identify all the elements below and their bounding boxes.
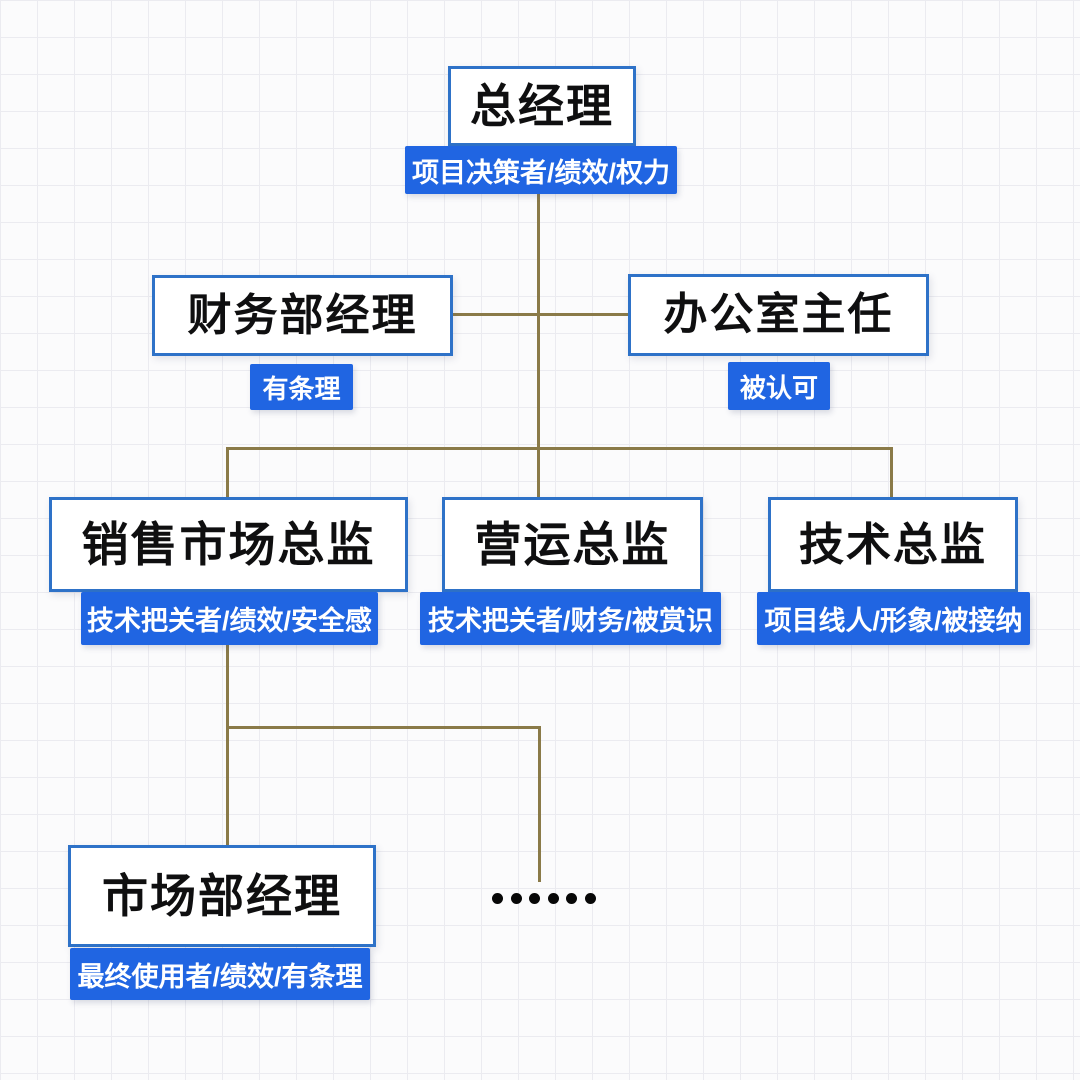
node-finance-manager-title: 财务部经理 (187, 290, 418, 340)
node-finance-manager[interactable]: 财务部经理 (152, 275, 453, 356)
node-general-manager[interactable]: 总经理 (448, 66, 636, 146)
node-general-manager-title: 总经理 (470, 80, 614, 132)
connector-gm-vertical (537, 194, 540, 497)
node-operations-director-title: 营运总监 (474, 518, 671, 571)
ellipsis-dot (492, 892, 503, 904)
connector-sales-drop (226, 447, 229, 497)
ellipsis-more-nodes (492, 892, 596, 904)
connector-sales-children-bus (226, 726, 541, 729)
node-market-manager[interactable]: 市场部经理 (68, 845, 376, 947)
connector-directors-bus (227, 447, 893, 450)
node-sales-market-director[interactable]: 销售市场总监 (49, 497, 408, 592)
ellipsis-dot (529, 892, 541, 904)
node-market-manager-title: 市场部经理 (102, 870, 342, 922)
connector-tech-drop (890, 447, 893, 497)
node-office-director[interactable]: 办公室主任 (628, 274, 929, 356)
connector-sales-vertical (226, 645, 229, 845)
node-operations-director[interactable]: 营运总监 (442, 497, 703, 592)
tagline-finance-manager[interactable]: 有条理 (250, 364, 353, 410)
ellipsis-dot (510, 892, 522, 904)
ellipsis-dot (547, 892, 559, 904)
tagline-technical-director[interactable]: 项目线人/形象/被接纳 (757, 592, 1030, 645)
node-technical-director-title: 技术总监 (798, 519, 987, 570)
ellipsis-dot (584, 892, 596, 904)
node-sales-market-director-title: 销售市场总监 (81, 518, 376, 571)
ellipsis-dot (566, 892, 578, 904)
tagline-market-manager[interactable]: 最终使用者/绩效/有条理 (70, 948, 370, 1000)
tagline-sales-market-director[interactable]: 技术把关者/绩效/安全感 (81, 592, 378, 645)
tagline-operations-director[interactable]: 技术把关者/财务/被赏识 (420, 592, 721, 645)
tagline-office-director[interactable]: 被认可 (728, 362, 830, 410)
connector-ellipsis-drop (538, 726, 541, 882)
connector-finance-office (452, 313, 630, 316)
tagline-general-manager[interactable]: 项目决策者/绩效/权力 (405, 146, 677, 194)
node-office-director-title: 办公室主任 (663, 290, 894, 339)
node-technical-director[interactable]: 技术总监 (768, 497, 1018, 592)
